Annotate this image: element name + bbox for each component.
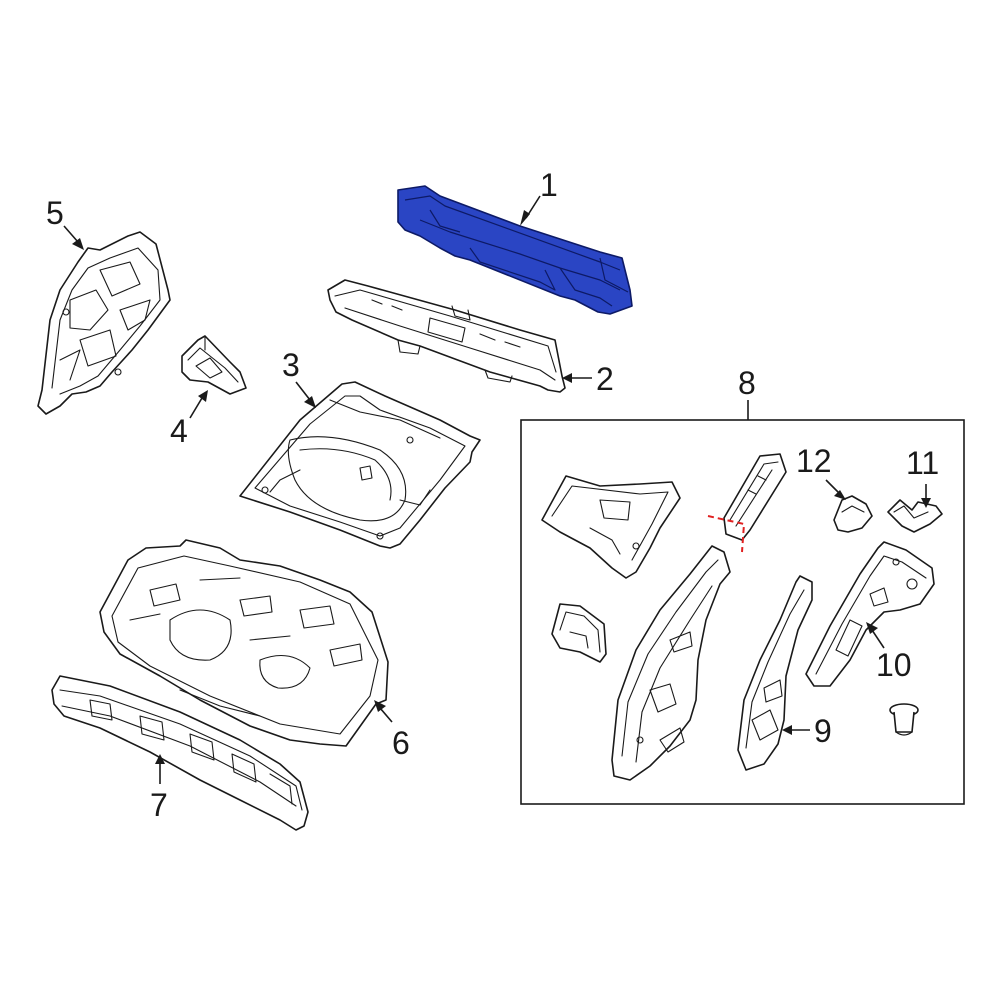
- group-8-upper-left-bracket[interactable]: [541, 475, 681, 579]
- bolt[interactable]: [889, 703, 919, 736]
- leader-10: [866, 622, 885, 649]
- part-3-floor-pan[interactable]: [239, 381, 481, 549]
- callout-10: 10: [876, 647, 912, 683]
- part-12-clip[interactable]: [833, 495, 873, 533]
- part-9-rail[interactable]: [737, 575, 813, 771]
- group-8-upper-rail[interactable]: [723, 453, 787, 541]
- callout-5: 5: [46, 195, 64, 231]
- callout-11: 11: [906, 445, 939, 481]
- callout-3: 3: [282, 347, 300, 383]
- part-10-rail[interactable]: [805, 541, 935, 687]
- part-1-cross-member[interactable]: [397, 185, 633, 315]
- part-2-cross-member[interactable]: [327, 279, 566, 393]
- callout-8: 8: [738, 365, 756, 401]
- callout-12: 12: [796, 443, 832, 479]
- part-7-rear-cross-bar[interactable]: [51, 675, 309, 831]
- leader-3: [295, 381, 316, 408]
- callout-4: 4: [170, 413, 188, 449]
- callout-1: 1: [540, 167, 558, 203]
- part-4-bracket[interactable]: [181, 335, 247, 395]
- leader-4: [189, 390, 208, 419]
- part-6-rear-floor[interactable]: [99, 539, 389, 747]
- part-5-side-panel[interactable]: [37, 231, 171, 415]
- group-8-long-rail[interactable]: [611, 545, 731, 781]
- callout-7: 7: [150, 787, 168, 823]
- leader-2: [562, 373, 592, 383]
- callout-9: 9: [814, 713, 832, 749]
- leader-5: [63, 225, 84, 250]
- leader-11: [921, 484, 931, 508]
- group-8-box: [520, 419, 965, 805]
- cut-line: [707, 515, 746, 553]
- leader-6: [374, 700, 393, 723]
- leader-7: [155, 754, 165, 784]
- group-8-small-bracket[interactable]: [551, 603, 607, 663]
- leader-9: [782, 725, 810, 735]
- leader-12: [825, 479, 846, 500]
- leader-1: [520, 195, 541, 226]
- part-11-clip[interactable]: [887, 499, 943, 533]
- callout-2: 2: [596, 361, 614, 397]
- callout-6: 6: [392, 725, 410, 761]
